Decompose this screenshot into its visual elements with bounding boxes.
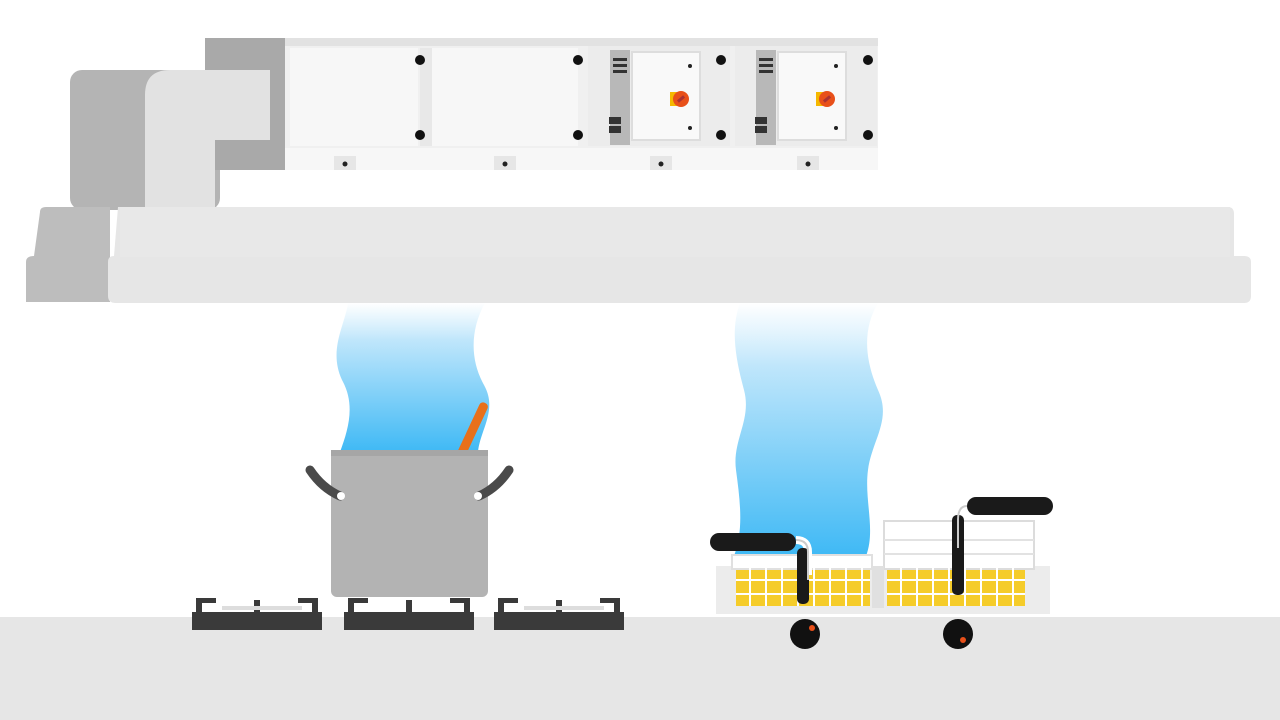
counter-top: [0, 617, 1280, 720]
spoon: [456, 402, 488, 460]
knob-icon: [943, 619, 973, 649]
fryer-handle: [710, 533, 812, 604]
exhaust-duct: [70, 38, 878, 210]
stock-pot: [305, 402, 514, 597]
burner-grate-icon: [494, 598, 624, 630]
burner-grate-icon: [192, 598, 322, 630]
hanger-clip: [334, 156, 819, 170]
screw-icon: [415, 55, 873, 140]
knob-icon: [790, 619, 820, 649]
burner-grate-icon: [344, 598, 474, 630]
deep-fryer: [710, 497, 1053, 649]
extraction-hood: [26, 207, 1251, 303]
fan-unit: [735, 46, 877, 146]
steam-plume-left: [336, 303, 490, 452]
rotary-switch-icon: [670, 91, 689, 107]
pot-handle: [305, 465, 345, 501]
pot-handle: [474, 465, 514, 501]
rotary-switch-icon: [816, 91, 835, 107]
duct-panel: [290, 48, 578, 146]
fan-unit: [588, 46, 730, 146]
duct-elbow-front: [145, 70, 270, 210]
steam-plume-right: [734, 303, 883, 556]
fryer-handle: [952, 497, 1053, 595]
